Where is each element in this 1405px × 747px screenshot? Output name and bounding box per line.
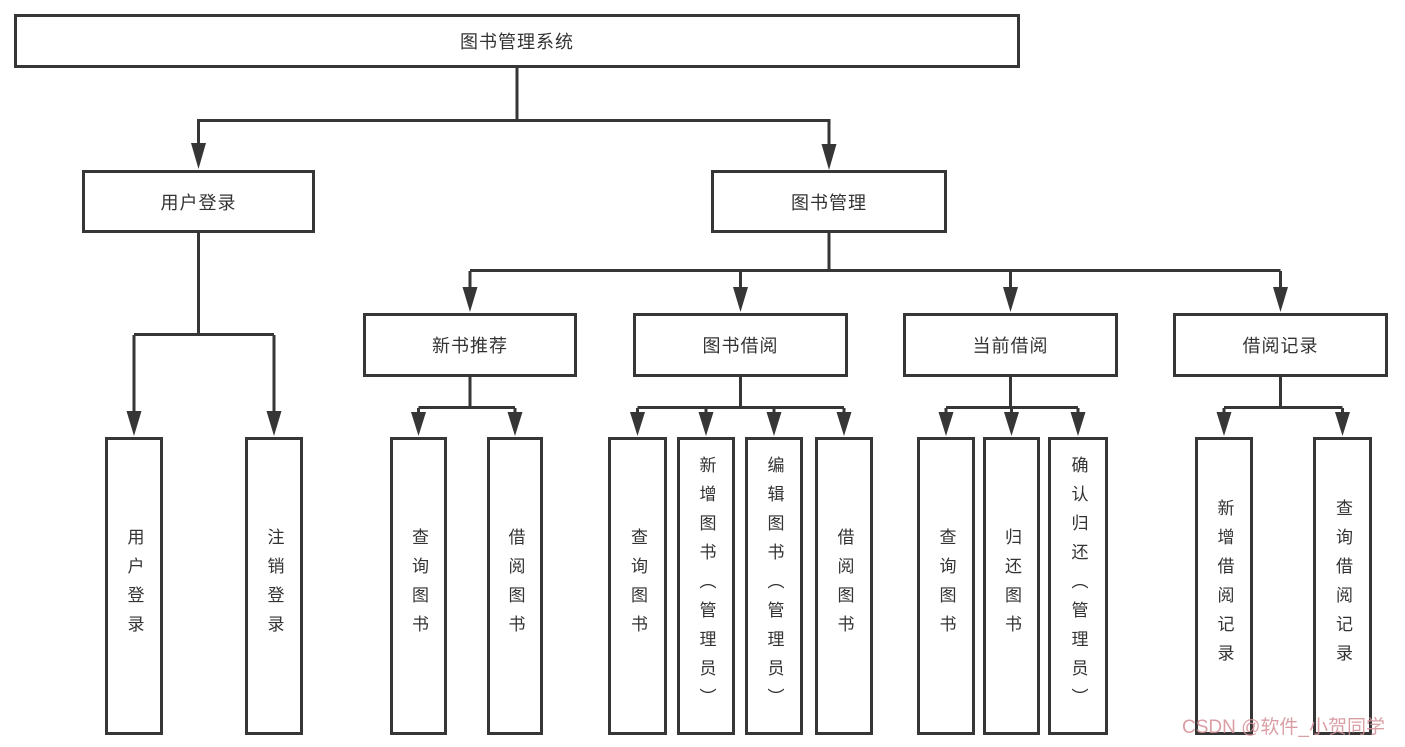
node-label: 用户登录 bbox=[160, 192, 237, 213]
node-add-book-admin: 新增图书（管理员） bbox=[677, 437, 735, 735]
node-query-books-current: 查询图书 bbox=[917, 437, 975, 735]
node-label: 当前借阅 bbox=[972, 336, 1049, 356]
node-label: 新书推荐 bbox=[432, 336, 508, 356]
node-label: 借阅图书 bbox=[505, 528, 525, 644]
node-label: 查询借阅记录 bbox=[1333, 499, 1352, 673]
node-query-books-recommend: 查询图书 bbox=[390, 437, 447, 735]
node-borrowing-records: 借阅记录 bbox=[1173, 313, 1388, 377]
node-label: 图书管理系统 bbox=[460, 32, 574, 52]
node-query-books-borrow: 查询图书 bbox=[608, 437, 667, 735]
node-borrow-books-borrow: 借阅图书 bbox=[815, 437, 873, 735]
node-label: 确认归还（管理员） bbox=[1068, 455, 1088, 717]
node-confirm-return-admin: 确认归还（管理员） bbox=[1048, 437, 1108, 735]
csdn-watermark: CSDN @软件_小贺同学 bbox=[1182, 717, 1385, 738]
node-label: 用户登录 bbox=[124, 528, 144, 644]
node-return-book: 归还图书 bbox=[983, 437, 1040, 735]
node-edit-book-admin: 编辑图书（管理员） bbox=[745, 437, 803, 735]
node-add-borrow-record: 新增借阅记录 bbox=[1195, 437, 1253, 735]
node-book-management: 图书管理 bbox=[711, 170, 947, 233]
node-label: 查询图书 bbox=[409, 528, 428, 644]
node-user-login-leaf: 用户登录 bbox=[105, 437, 163, 735]
node-label: 归还图书 bbox=[1002, 528, 1021, 644]
node-label: 新增图书（管理员） bbox=[696, 455, 716, 717]
node-book-borrowing: 图书借阅 bbox=[633, 313, 848, 377]
node-label: 图书借阅 bbox=[702, 336, 779, 356]
node-label: 查询图书 bbox=[628, 528, 647, 644]
node-label: 图书管理 bbox=[791, 192, 867, 213]
node-label: 借阅记录 bbox=[1242, 336, 1319, 356]
node-label: 新增借阅记录 bbox=[1214, 499, 1234, 673]
node-current-borrowing: 当前借阅 bbox=[903, 313, 1118, 377]
node-label: 注销登录 bbox=[264, 528, 284, 644]
node-label: 借阅图书 bbox=[834, 528, 854, 644]
node-root-system: 图书管理系统 bbox=[14, 14, 1020, 68]
node-label: 编辑图书（管理员） bbox=[764, 455, 784, 717]
node-label: 查询图书 bbox=[936, 528, 956, 644]
node-query-borrow-record: 查询借阅记录 bbox=[1313, 437, 1372, 735]
node-logout: 注销登录 bbox=[245, 437, 303, 735]
node-borrow-books-recommend: 借阅图书 bbox=[487, 437, 543, 735]
node-user-login: 用户登录 bbox=[82, 170, 315, 233]
node-new-book-recommend: 新书推荐 bbox=[363, 313, 577, 377]
